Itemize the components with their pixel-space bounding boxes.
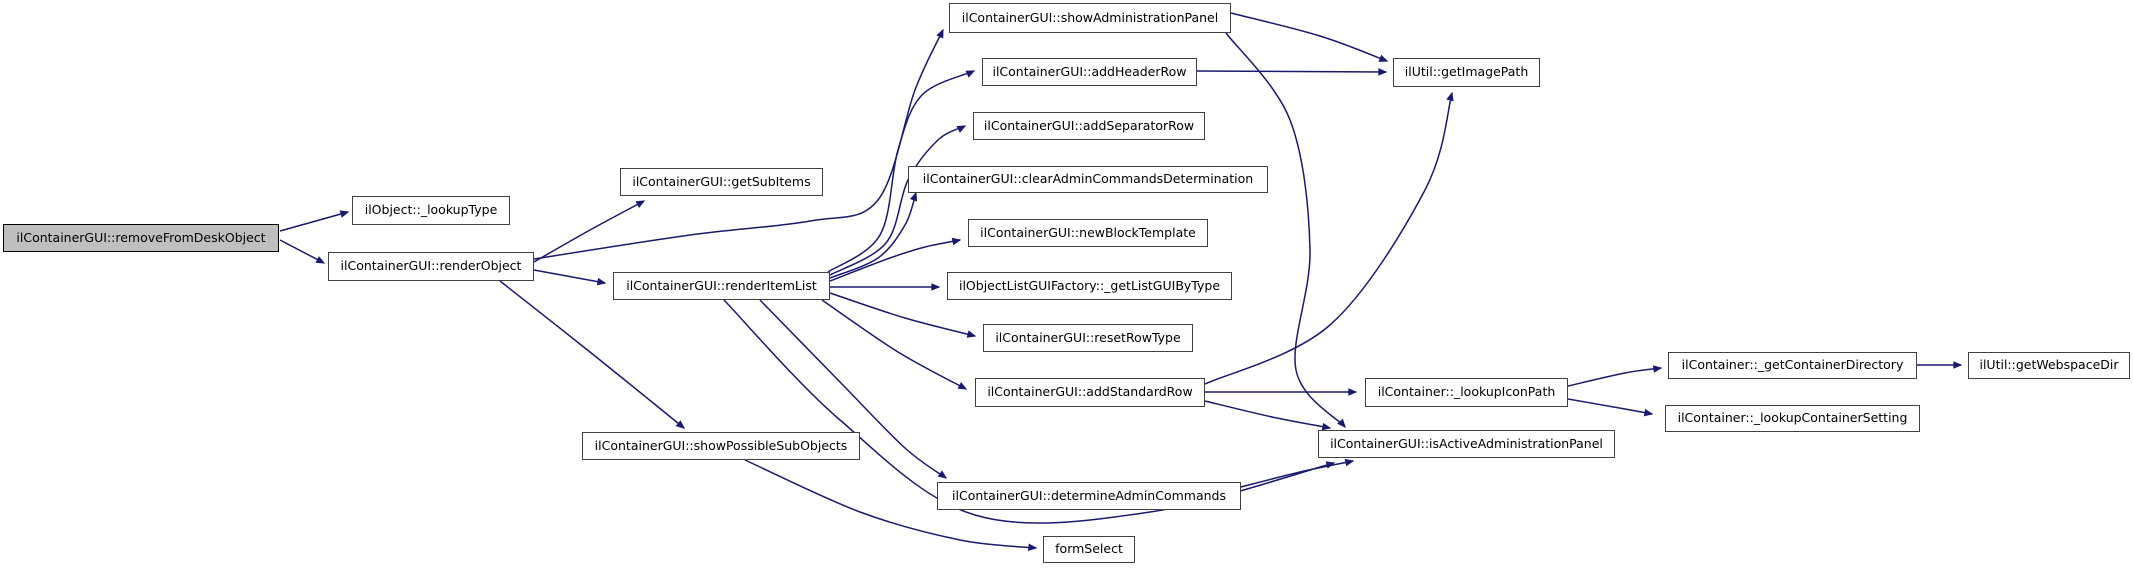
node-lookupType[interactable]: ilObject::_lookupType [352,196,510,225]
node-showAdministrationPanel[interactable]: ilContainerGUI::showAdministrationPanel [949,3,1231,33]
node-getSubItems[interactable]: ilContainerGUI::getSubItems [620,168,823,196]
node-getListGUIByType[interactable]: ilObjectListGUIFactory::_getListGUIByTyp… [947,272,1232,300]
edge-renderItemList-to-addStandardRow [821,299,968,390]
edge-renderItemList-to-addSeparatorRow [829,125,967,276]
edge-determineAdminCommands-to-isActiveAdministrationPanel [1240,458,1355,488]
edge-renderObject-to-getSubItems [533,200,646,263]
edge-renderItemList-to-resetRowType [829,292,977,338]
node-getContainerDirectory[interactable]: ilContainer::_getContainerDirectory [1668,352,1917,379]
node-addSeparatorRow[interactable]: ilContainerGUI::addSeparatorRow [973,112,1205,140]
edge-renderItemList-to-clearAdminCommandsDetermination [829,191,918,279]
node-renderObject[interactable]: ilContainerGUI::renderObject [328,252,534,281]
node-newBlockTemplate[interactable]: ilContainerGUI::newBlockTemplate [968,219,1208,247]
node-formSelect[interactable]: formSelect [1043,536,1135,563]
edge-showAdministrationPanel-to-getImagePath [1230,12,1389,62]
edge-showPossibleSubObjects-to-formSelect [744,459,1038,551]
edge-addStandardRow-to-getImagePath [1204,91,1454,385]
edge-lookupIconPath-to-getContainerDirectory [1567,365,1663,387]
node-lookupContainerSetting[interactable]: ilContainer::_lookupContainerSetting [1665,405,1920,432]
node-isActiveAdministrationPanel[interactable]: ilContainerGUI::isActiveAdministrationPa… [1318,430,1615,458]
edge-renderItemList-to-newBlockTemplate [829,237,962,282]
edge-renderObject-to-showAdministrationPanel [533,28,944,260]
node-clearAdminCommandsDetermination[interactable]: ilContainerGUI::clearAdminCommandsDeterm… [908,166,1268,193]
node-showPossibleSubObjects[interactable]: ilContainerGUI::showPossibleSubObjects [582,432,860,460]
edge-removeFromDeskObject-to-renderObject [279,239,326,264]
node-resetRowType[interactable]: ilContainerGUI::resetRowType [983,324,1193,352]
edge-addStandardRow-to-isActiveAdministrationPanel [1204,400,1332,431]
node-addStandardRow[interactable]: ilContainerGUI::addStandardRow [975,378,1205,407]
edge-renderObject-to-renderItemList [533,269,607,286]
edge-removeFromDeskObject-to-lookupType [279,210,350,232]
node-removeFromDeskObject: ilContainerGUI::removeFromDeskObject [3,224,279,252]
node-renderItemList[interactable]: ilContainerGUI::renderItemList [613,272,830,300]
edge-renderItemList-to-determineAdminCommands [759,299,948,479]
edge-renderItemList-to-addHeaderRow [827,70,976,273]
node-determineAdminCommands[interactable]: ilContainerGUI::determineAdminCommands [937,482,1241,510]
edge-renderObject-to-showPossibleSubObjects [499,280,686,429]
node-getWebspaceDir[interactable]: ilUtil::getWebspaceDir [1968,352,2130,379]
node-lookupIconPath[interactable]: ilContainer::_lookupIconPath [1365,378,1568,407]
edge-addHeaderRow-to-getImagePath [1196,68,1388,76]
node-getImagePath[interactable]: ilUtil::getImagePath [1393,58,1540,87]
edge-showAdministrationPanel-to-isActiveAdministrationPanel [1225,32,1346,429]
node-addHeaderRow[interactable]: ilContainerGUI::addHeaderRow [982,58,1197,86]
edge-lookupIconPath-to-lookupContainerSetting [1567,398,1654,417]
